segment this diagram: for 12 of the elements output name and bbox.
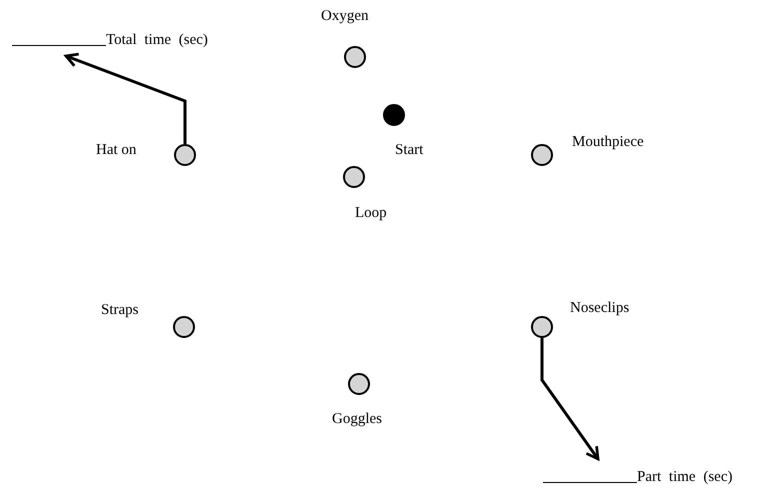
station-label: Oxygen [321, 7, 368, 26]
field-label: Total time (sec) [106, 31, 208, 50]
station-label: Straps [101, 301, 138, 320]
station-label: Hat on [96, 141, 136, 160]
station-label: Mouthpiece [572, 133, 644, 152]
station-label: Loop [355, 204, 387, 223]
field-label: Part time (sec) [637, 468, 732, 487]
arrow [540, 338, 600, 460]
station-label: Start [395, 141, 424, 160]
station-label: Noseclips [570, 299, 630, 318]
arrow [64, 52, 186, 144]
station-label: Goggles [332, 410, 382, 429]
